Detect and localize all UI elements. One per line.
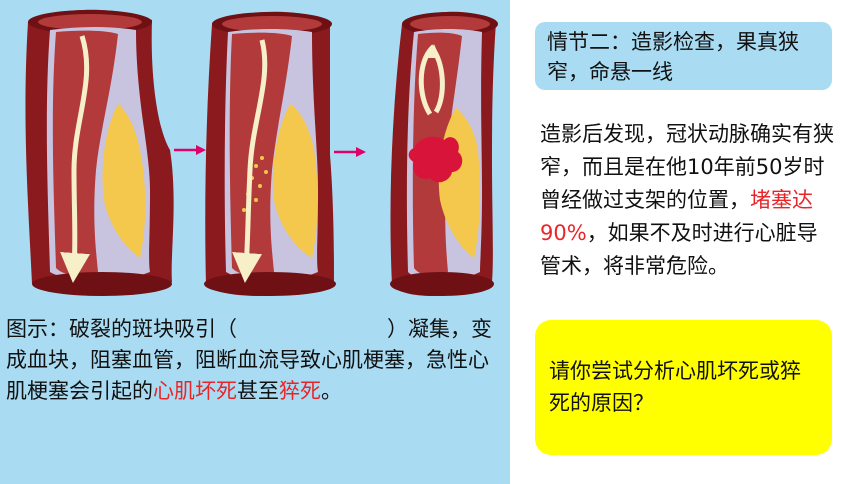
body-text: 造影后发现，冠状动脉确实有狭窄，而且是在他10年前50岁时曾经做过支架的位置， bbox=[540, 122, 834, 212]
caption-text: 图示：破裂的斑块吸引（ bbox=[6, 317, 237, 341]
arrow-right-icon bbox=[174, 145, 206, 155]
body-highlight: 堵塞达90% bbox=[540, 188, 813, 245]
section-title-box: 情节二：造影检查，果真狭窄，命悬一线 bbox=[535, 22, 832, 90]
body-text: ，如果不及时进行心脏导管术，将非常危险。 bbox=[540, 221, 818, 278]
vessel-stage-3 bbox=[390, 11, 498, 297]
caption-highlight: 心肌坏死 bbox=[153, 379, 237, 403]
caption-highlight: 猝死 bbox=[279, 379, 321, 403]
vessel-stage-1 bbox=[25, 9, 174, 296]
vessel-stage-2 bbox=[204, 11, 336, 297]
arrow-right-icon bbox=[334, 147, 366, 157]
caption-text: ）凝集，变成血块，阻塞血管，阻断血流导致心肌梗塞，急性心肌梗塞会引起的 bbox=[6, 317, 492, 403]
figure-caption: 图示：破裂的斑块吸引（）凝集，变成血块，阻塞血管，阻断血流导致心肌梗塞，急性心肌… bbox=[6, 314, 496, 407]
left-panel: 图示：破裂的斑块吸引（）凝集，变成血块，阻塞血管，阻断血流导致心肌梗塞，急性心肌… bbox=[0, 0, 510, 484]
section-title: 情节二：造影检查，果真狭窄，命悬一线 bbox=[547, 30, 799, 84]
body-paragraph: 造影后发现，冠状动脉确实有狭窄，而且是在他10年前50岁时曾经做过支架的位置，堵… bbox=[540, 118, 835, 283]
question-text: 请你尝试分析心肌坏死或猝死的原因？ bbox=[549, 359, 801, 415]
artery-illustration bbox=[25, 9, 498, 297]
caption-text: 。 bbox=[321, 379, 342, 403]
question-box: 请你尝试分析心肌坏死或猝死的原因？ bbox=[535, 320, 832, 455]
caption-text: 甚至 bbox=[237, 379, 279, 403]
